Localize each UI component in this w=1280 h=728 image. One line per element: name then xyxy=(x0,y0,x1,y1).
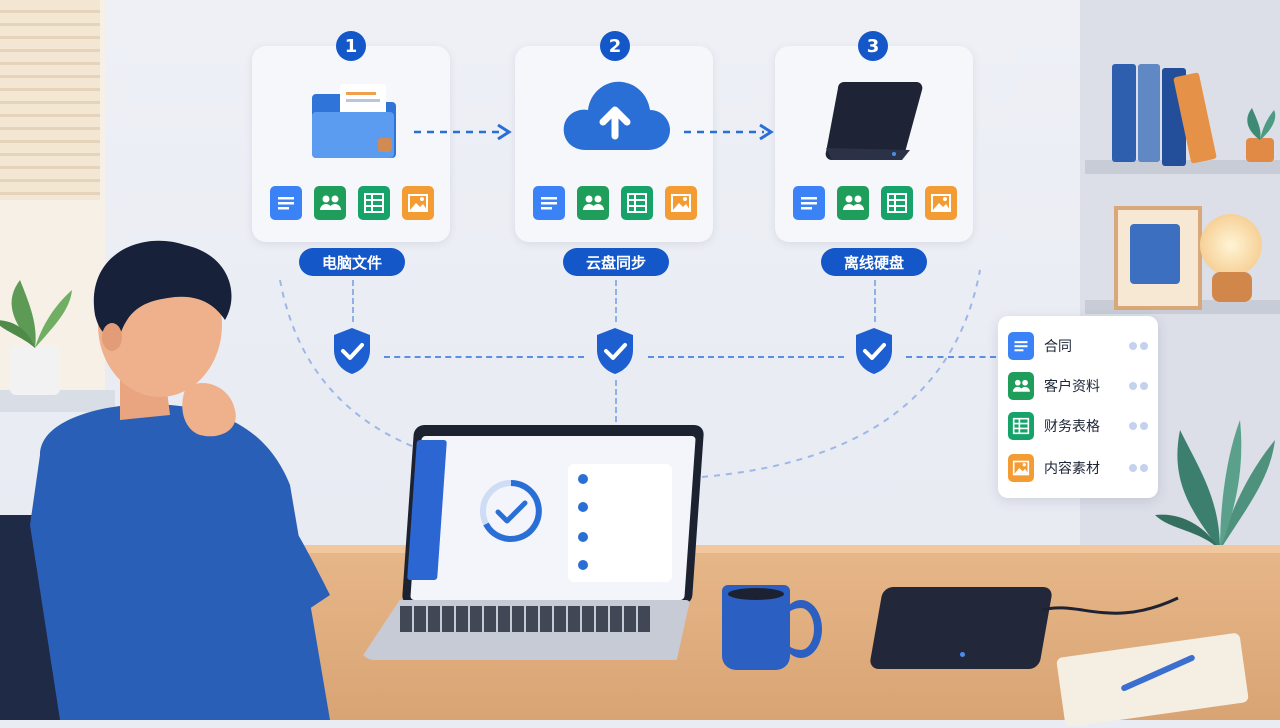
book xyxy=(1112,64,1136,162)
list-item[interactable]: 客户资料 xyxy=(1008,368,1148,404)
window-blinds xyxy=(0,0,100,200)
window-sill xyxy=(0,390,115,412)
check-icon xyxy=(578,502,588,512)
step-badge-3: 3 xyxy=(858,31,888,61)
shield-check-icon xyxy=(597,328,633,374)
check-icon xyxy=(578,532,588,542)
list-item-label: 内容素材 xyxy=(1044,461,1100,477)
contacts-icon xyxy=(837,186,869,220)
stage-label-drive: 离线硬盘 xyxy=(821,248,927,276)
shield-check-icon xyxy=(856,328,892,374)
connector-line xyxy=(615,280,617,322)
desk-edge xyxy=(240,545,1280,553)
cloud-upload-icon xyxy=(563,81,670,150)
shield-check-icon xyxy=(334,328,370,374)
check-icon xyxy=(578,474,588,484)
connector-line xyxy=(648,356,844,358)
more-icon xyxy=(1129,422,1148,430)
list-item[interactable]: 财务表格 xyxy=(1008,408,1148,444)
step-badge-2: 2 xyxy=(600,31,630,61)
frame-artwork xyxy=(1130,224,1180,284)
more-icon xyxy=(1129,342,1148,350)
spreadsheet-icon xyxy=(881,186,913,220)
sill-plant xyxy=(0,280,72,395)
spreadsheet-icon xyxy=(621,186,653,220)
check-icon xyxy=(578,560,588,570)
connector-line xyxy=(615,380,617,422)
person-illustration xyxy=(0,240,330,720)
document-icon xyxy=(793,186,825,220)
step-badge-1: 1 xyxy=(336,31,366,61)
hard-drive-icon xyxy=(825,81,923,161)
shelf-plant xyxy=(1246,108,1276,162)
keyboard-keys xyxy=(400,606,650,632)
file-list-panel: 合同 客户资料 财务表格 内容素材 xyxy=(998,316,1158,498)
connector-line xyxy=(352,280,354,322)
document-icon xyxy=(1008,332,1034,360)
image-icon xyxy=(665,186,697,220)
folder-icon xyxy=(312,84,396,158)
spreadsheet-icon xyxy=(1008,412,1034,440)
connector-line xyxy=(874,280,876,322)
sync-complete-icon xyxy=(480,480,542,542)
image-icon xyxy=(402,186,434,220)
list-item[interactable]: 合同 xyxy=(1008,328,1148,364)
connector-line xyxy=(384,356,584,358)
arrow-right-icon xyxy=(684,123,774,141)
more-icon xyxy=(1129,464,1148,472)
contacts-icon xyxy=(577,186,609,220)
contacts-icon xyxy=(314,186,346,220)
contacts-icon xyxy=(1008,372,1034,400)
list-item[interactable]: 内容素材 xyxy=(1008,450,1148,486)
document-icon xyxy=(270,186,302,220)
image-icon xyxy=(925,186,957,220)
list-item-label: 财务表格 xyxy=(1044,419,1100,435)
drive-cable xyxy=(1041,596,1179,615)
stage-label-cloud: 云盘同步 xyxy=(563,248,669,276)
spreadsheet-icon xyxy=(358,186,390,220)
lamp-base xyxy=(1212,272,1252,302)
connector-line xyxy=(906,356,996,358)
shelf-board xyxy=(1085,160,1280,174)
lamp xyxy=(1200,214,1262,276)
arrow-right-icon xyxy=(414,123,512,141)
coffee xyxy=(728,588,784,600)
desk-plant xyxy=(1155,420,1275,550)
stage-label-computer: 电脑文件 xyxy=(299,248,405,276)
list-item-label: 合同 xyxy=(1044,339,1072,355)
document-icon xyxy=(533,186,565,220)
list-item-label: 客户资料 xyxy=(1044,379,1100,395)
mug-handle xyxy=(780,600,822,658)
drive-led xyxy=(960,652,965,657)
sync-arc xyxy=(279,269,981,482)
book xyxy=(1138,64,1160,162)
image-icon xyxy=(1008,454,1034,482)
more-icon xyxy=(1129,382,1148,390)
